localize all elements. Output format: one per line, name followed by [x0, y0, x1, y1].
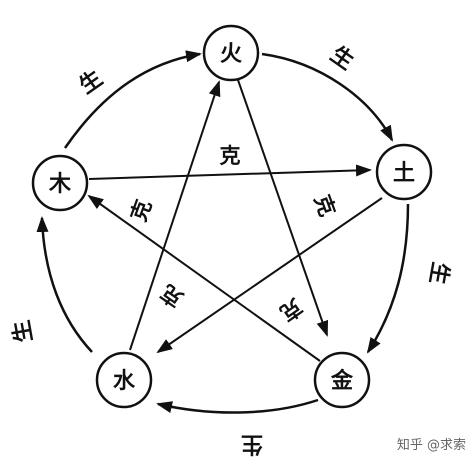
generating-cycle: [36, 50, 410, 414]
ke-label-bottom-right: 克: [276, 294, 307, 326]
node-circle: [202, 24, 260, 82]
node-label-metal: 金: [330, 368, 354, 394]
arc-fire-to-earth: [261, 52, 394, 142]
node-label-water: 水: [113, 369, 136, 394]
line-fire-to-metal: [237, 79, 329, 337]
node-circle: [313, 351, 371, 409]
node-circle: [95, 351, 153, 409]
sheng-label-water-wood: 生: [9, 318, 37, 344]
node-circle: [375, 143, 433, 201]
line-wood-to-earth: [88, 164, 372, 180]
node-label-earth: 土: [393, 161, 415, 186]
arc-wood-to-fire: [63, 50, 202, 149]
node-wood: 木: [31, 154, 89, 212]
node-label-wood: 木: [48, 172, 72, 197]
line-metal-to-wood: [87, 194, 321, 362]
arc-metal-to-water: [156, 398, 319, 414]
node-earth: 土: [375, 143, 433, 201]
line-earth-to-water: [156, 197, 383, 354]
ke-label-right: 克: [310, 192, 340, 220]
sheng-label-fire-earth: 生: [326, 42, 358, 75]
watermark: 知乎 @求索: [397, 437, 466, 453]
ke-label-left: 克: [127, 197, 157, 225]
ke-label-top: 克: [220, 144, 241, 168]
sheng-label-wood-fire: 生: [75, 66, 107, 99]
node-circle: [31, 154, 89, 212]
ke-label-bottom-left: 克: [157, 280, 188, 312]
node-label-fire: 火: [220, 42, 242, 67]
line-water-to-fire: [129, 80, 221, 351]
node-water: 水: [95, 351, 153, 409]
arc-water-to-wood: [36, 216, 93, 353]
node-fire: 火: [202, 24, 260, 82]
sheng-label-metal-water: 生: [241, 431, 263, 456]
generating-labels: 生 生 生 生 生: [9, 42, 452, 456]
overcoming-star: [87, 79, 383, 362]
arc-earth-to-metal: [366, 203, 410, 354]
sheng-label-earth-metal: 生: [424, 260, 452, 286]
node-metal: 金: [313, 351, 371, 409]
